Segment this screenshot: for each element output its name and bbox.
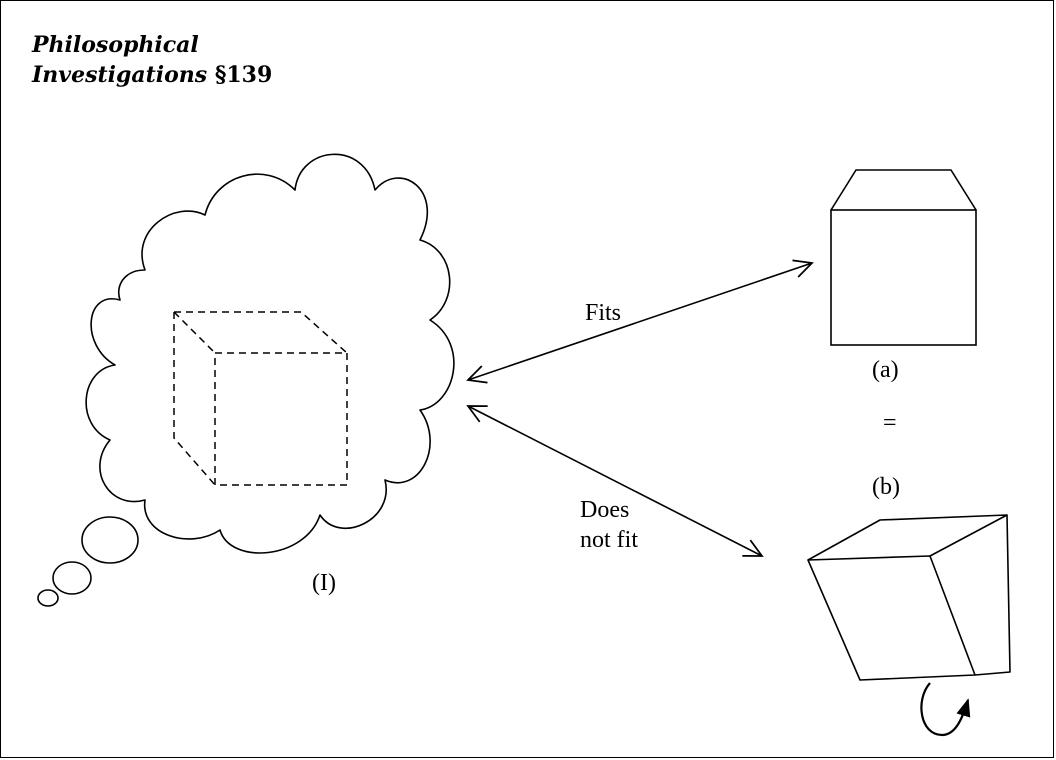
does-not-fit-arrow bbox=[466, 405, 764, 557]
label-figure-b: (b) bbox=[872, 474, 900, 500]
label-does: Does bbox=[580, 497, 629, 523]
thought-bubble-small bbox=[37, 589, 59, 607]
title-line-1: Philosophical bbox=[32, 32, 199, 58]
label-equals: = bbox=[883, 410, 897, 436]
page-title: Philosophical Investigations §139 bbox=[32, 30, 272, 90]
label-figure-a: (a) bbox=[872, 357, 899, 383]
title-section-part: §139 bbox=[207, 62, 273, 88]
thought-bubble-large bbox=[81, 516, 139, 564]
thought-cloud bbox=[85, 153, 455, 554]
fits-arrow bbox=[466, 259, 814, 384]
figure-b-tilted-cube bbox=[807, 514, 1011, 681]
thought-bubble-medium bbox=[52, 561, 92, 595]
label-thought-I: (I) bbox=[312, 570, 336, 596]
title-line-2: Investigations §139 bbox=[32, 60, 272, 90]
figure-a-box bbox=[830, 169, 977, 346]
title-italic-part: Investigations bbox=[32, 62, 208, 88]
dashed-cube bbox=[173, 311, 348, 486]
rotation-arrow-icon bbox=[920, 682, 971, 737]
label-fits: Fits bbox=[585, 300, 621, 326]
label-not-fit: not fit bbox=[580, 527, 638, 553]
